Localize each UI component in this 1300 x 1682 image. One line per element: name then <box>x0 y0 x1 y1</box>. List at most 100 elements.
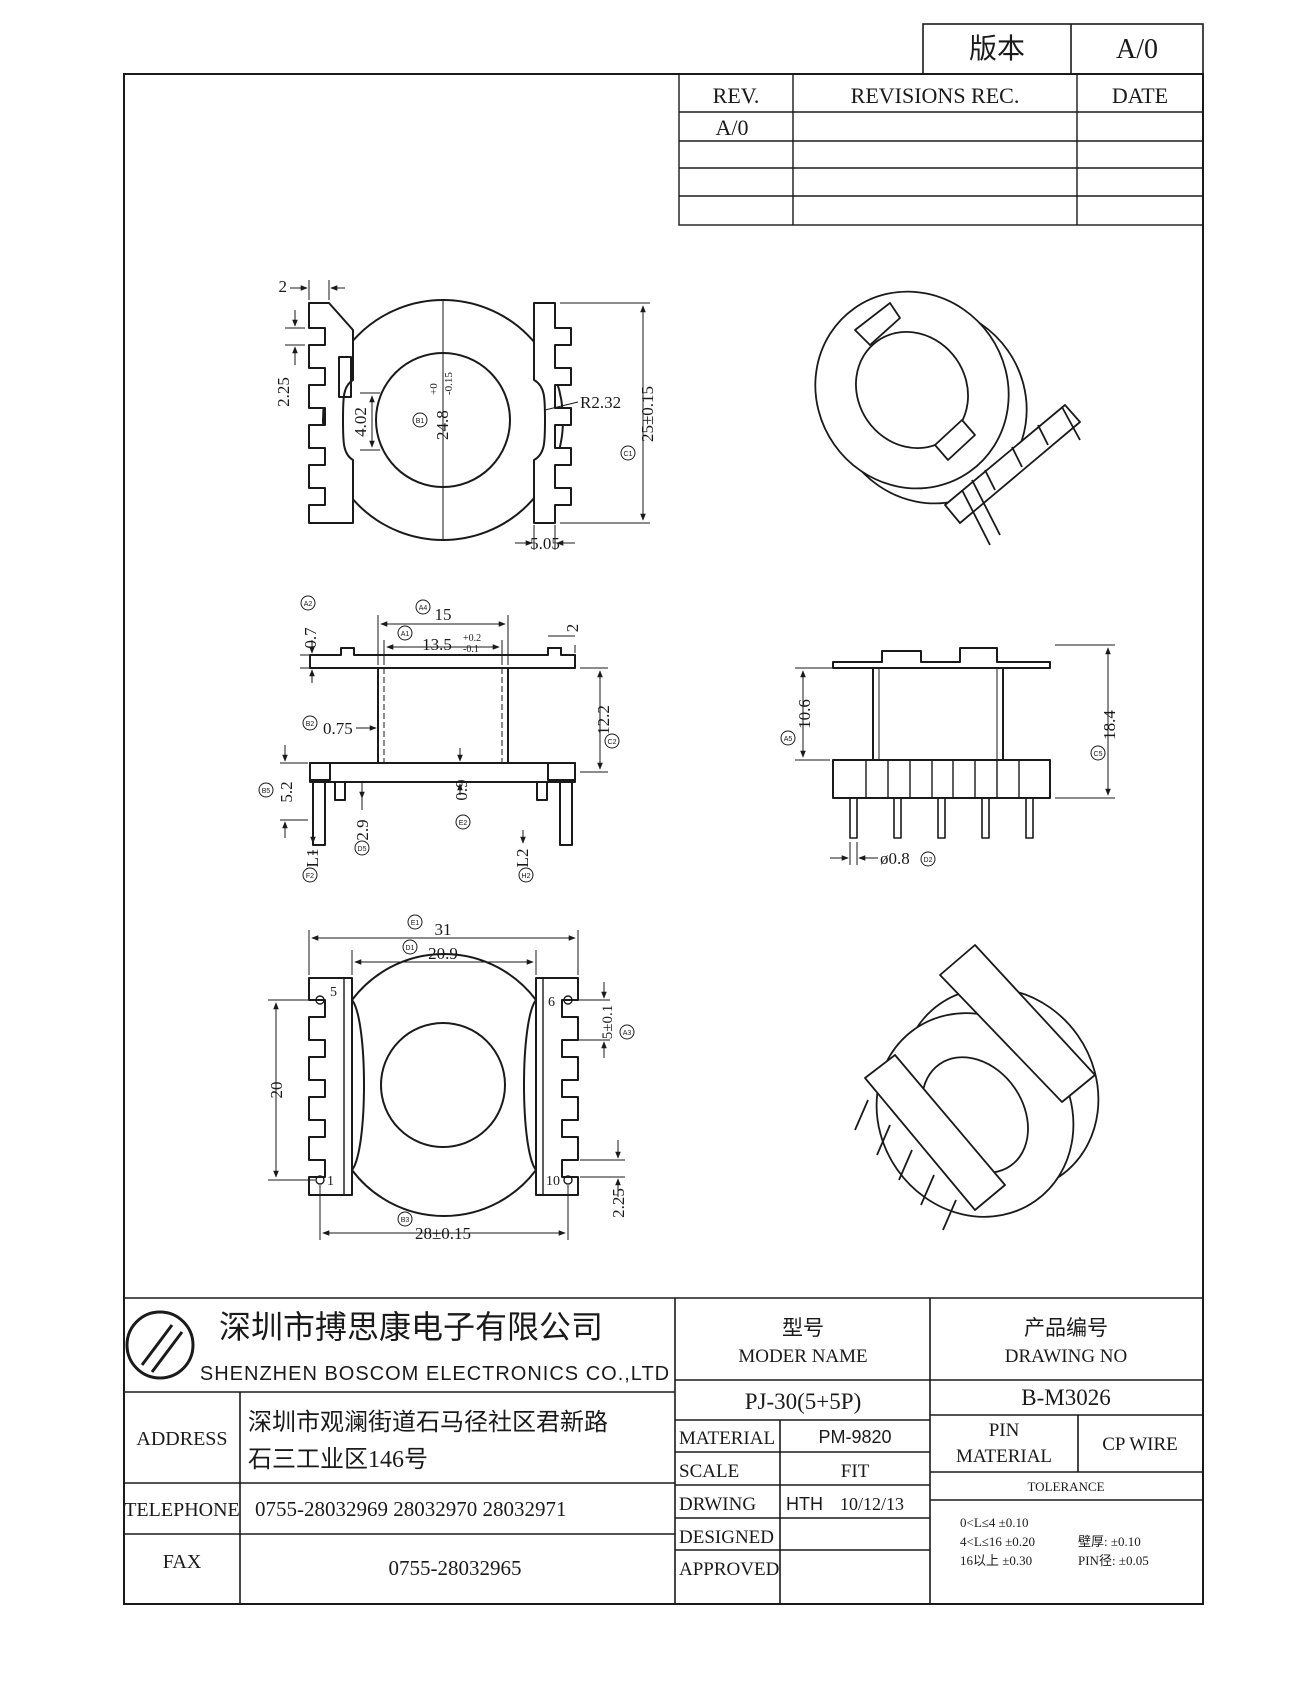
side-view: 10.6 18.4 ø0.8 A5 C5 D2 <box>780 644 1119 868</box>
scale-label: SCALE <box>679 1461 739 1482</box>
isometric-view-bottom <box>854 944 1100 1231</box>
tag-D1: D1 <box>406 945 415 952</box>
tag-F2: F2 <box>306 873 314 880</box>
tag-A3: A3 <box>623 1030 632 1037</box>
address-line-1: 深圳市观澜街道石马径社区君新路 <box>248 1409 608 1436</box>
tolerance-label: TOLERANCE <box>1027 1479 1104 1494</box>
model-label-en: MODER NAME <box>738 1346 867 1367</box>
title-block-grid <box>124 1297 1203 1604</box>
dim-20: 20 <box>267 1082 286 1099</box>
dim-radius: R2.32 <box>580 393 621 412</box>
drawing-area: 2 2.25 4.02 24.8 +0 -0.15 R2.32 25±0.15 … <box>258 277 1119 1243</box>
tolerance-line-2a: 4<L≤16 ±0.20 <box>960 1534 1035 1549</box>
dim-106: 10.6 <box>795 699 814 729</box>
telephone-label: TELEPHONE <box>124 1499 240 1521</box>
dim-122: 12.2 <box>594 705 613 735</box>
dim-L2: L2 <box>513 849 532 868</box>
rev-header: REV. <box>713 83 760 108</box>
drawing-by-date: 10/12/13 <box>840 1494 904 1514</box>
drawing-no-label-cn: 产品编号 <box>1024 1316 1108 1340</box>
fax-label: FAX <box>163 1551 202 1573</box>
front-view: 15 13.5 +0.2 -0.1 0.7 2 12.2 0.75 5.2 0.… <box>258 595 620 883</box>
company-logo <box>125 1310 195 1380</box>
tag-E1: E1 <box>411 920 420 927</box>
material-label: MATERIAL <box>679 1428 775 1449</box>
address-label: ADDRESS <box>136 1428 227 1450</box>
pin-label-6: 6 <box>548 995 555 1010</box>
dim-slot-402: 4.02 <box>351 407 370 437</box>
telephone-value: 0755-28032969 28032970 28032971 <box>255 1497 567 1521</box>
tolerance-line-3a: 16以上 ±0.30 <box>960 1553 1032 1568</box>
dim-bore-tol-upper: +0 <box>428 383 440 395</box>
approved-label: APPROVED <box>679 1559 779 1580</box>
model-label-cn: 型号 <box>782 1316 824 1340</box>
tag-A5: A5 <box>784 736 793 743</box>
dim-075: 0.75 <box>323 719 353 738</box>
revisions-table <box>678 73 1204 226</box>
version-value: A/0 <box>1116 34 1158 65</box>
tag-A1: A1 <box>401 631 410 638</box>
drawing-no-value: B-M3026 <box>1021 1385 1110 1410</box>
dim-flange-height: 25±0.15 <box>638 386 657 442</box>
pin-label-1: 1 <box>327 1174 334 1189</box>
tolerance-line-2b: 壁厚: ±0.10 <box>1078 1534 1141 1549</box>
company-name-cn: 深圳市搏思康电子有限公司 <box>219 1309 603 1345</box>
tag-B5: B5 <box>262 788 271 795</box>
dim-52: 5.2 <box>277 781 296 802</box>
dim-31: 31 <box>435 920 452 939</box>
address-line-2: 石三工业区146号 <box>248 1446 428 1473</box>
tag-C1: C1 <box>624 451 633 458</box>
revisions-rec-header: REVISIONS REC. <box>851 83 1020 108</box>
dim-209: 20.9 <box>428 944 458 963</box>
fax-value: 0755-28032965 <box>389 1556 522 1580</box>
drawing-by-name: HTH <box>786 1494 823 1514</box>
scale-value: FIT <box>841 1461 870 1482</box>
tag-A4: A4 <box>419 605 428 612</box>
dim-bore-tol-lower: -0.15 <box>443 372 455 395</box>
dim-135: 13.5 <box>422 635 452 654</box>
drawing-by-label: DRWING <box>679 1494 756 1515</box>
tag-H2: H2 <box>522 873 531 880</box>
dim-07: 0.7 <box>301 627 320 649</box>
sheet-border <box>123 73 1204 1605</box>
company-name-en: SHENZHEN BOSCOM ELECTRONICS CO.,LTD <box>200 1363 670 1385</box>
dim-15: 15 <box>435 605 452 624</box>
tag-D5: D5 <box>358 846 367 853</box>
date-header: DATE <box>1112 83 1168 108</box>
tag-C5: C5 <box>1094 751 1103 758</box>
dim-28: 28±0.15 <box>415 1224 471 1243</box>
dim-5-pitch: 5±0.1 <box>600 1005 616 1039</box>
model-value: PJ-30(5+5P) <box>745 1389 861 1414</box>
dim-pitch-225: 2.25 <box>274 377 293 407</box>
designed-label: DESIGNED <box>679 1527 774 1548</box>
tolerance-line-3b: PIN径: ±0.05 <box>1078 1553 1149 1568</box>
tolerance-line-1: 0<L≤4 ±0.10 <box>960 1515 1029 1530</box>
tag-D2: D2 <box>924 857 933 864</box>
pin-label-5: 5 <box>330 985 337 1000</box>
dim-135-tol-lower: -0.1 <box>463 644 479 655</box>
tag-B2: B2 <box>306 721 315 728</box>
dim-225-bottom: 2.25 <box>609 1188 628 1218</box>
bottom-view: 31 20.9 20 5±0.1 2.25 28±0.15 5 6 1 10 E… <box>267 914 635 1243</box>
drawing-no-label-en: DRAWING NO <box>1005 1346 1128 1367</box>
top-view: 2 2.25 4.02 24.8 +0 -0.15 R2.32 25±0.15 … <box>274 277 657 553</box>
tag-B3: B3 <box>401 1217 410 1224</box>
dim-184: 18.4 <box>1100 710 1119 740</box>
dim-pin-dia: ø0.8 <box>880 849 910 868</box>
material-value: PM-9820 <box>818 1427 891 1447</box>
dim-L1: L1 <box>303 849 322 868</box>
tag-B1: B1 <box>416 418 425 425</box>
version-box <box>922 23 1204 75</box>
pin-label: PIN <box>989 1420 1020 1441</box>
dim-bore-248: 24.8 <box>433 410 452 440</box>
pin-label-10: 10 <box>546 1174 560 1189</box>
dim-09: 0.9 <box>452 779 471 800</box>
tag-E2: E2 <box>459 820 468 827</box>
dim-flange-thick: 2 <box>279 277 288 296</box>
pin-material-label: MATERIAL <box>956 1446 1052 1467</box>
pin-material-value: CP WIRE <box>1102 1434 1177 1455</box>
dim-2-front: 2 <box>563 624 582 633</box>
isometric-view-top <box>814 290 1081 546</box>
tag-C2: C2 <box>608 739 617 746</box>
